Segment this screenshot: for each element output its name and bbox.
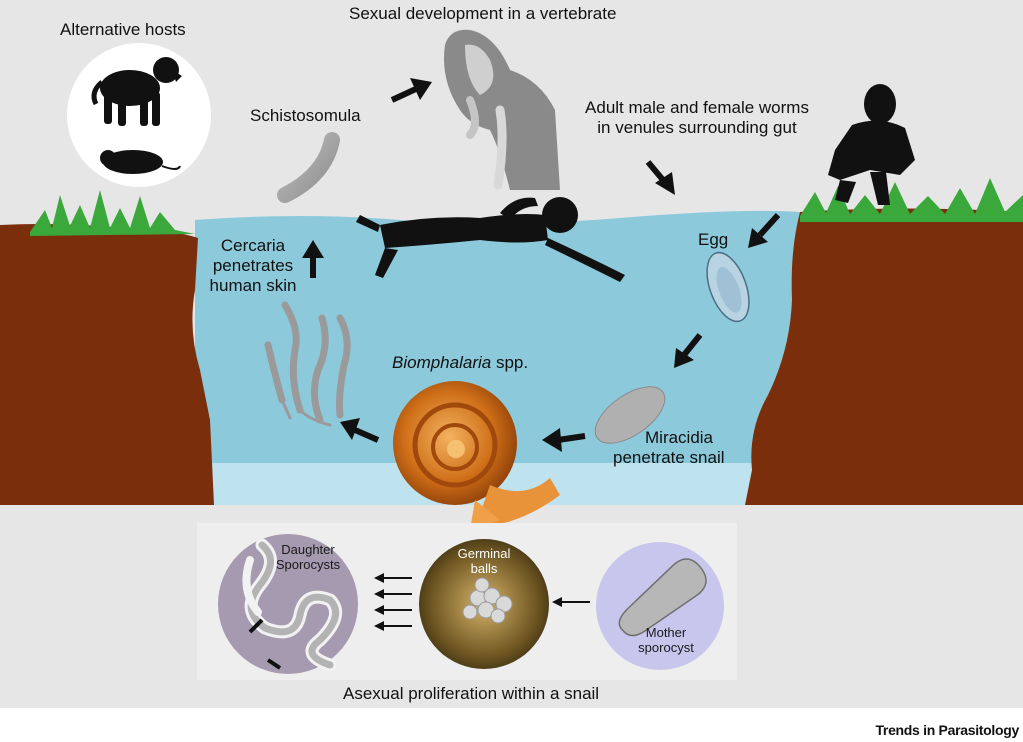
schistosomulum-image [277, 132, 340, 203]
lifecycle-arrows [302, 78, 781, 452]
biomphalaria-suffix: spp. [491, 353, 529, 372]
miracidia-line1: Miracidia [645, 428, 714, 447]
right-grass [800, 178, 1023, 222]
cercaria-line2: penetrates [212, 256, 294, 275]
mother-line1: Mother [645, 625, 687, 640]
germinal-balls-image [462, 577, 513, 624]
sexual-development-label: Sexual development in a vertebrate [349, 4, 617, 23]
adult-worms-label: Adult male and female worms in venules s… [562, 98, 832, 138]
rodent-silhouette-icon [100, 150, 181, 174]
adult-worms-image [444, 29, 560, 190]
schistosomula-label: Schistosomula [250, 106, 361, 125]
daughter-sporocysts-label: Daughter Sporocysts [270, 542, 346, 572]
mother-sporocyst-image [618, 558, 707, 637]
miracidia-line2: penetrate snail [613, 448, 725, 467]
egg-image [706, 251, 750, 323]
snail-image [393, 381, 560, 530]
water-pool [195, 210, 800, 505]
left-soil-bank [0, 224, 214, 505]
adult-worms-line2: in venules surrounding gut [597, 118, 797, 137]
cercaria-line1: Cercaria [220, 236, 286, 255]
baboon-silhouette-icon [91, 57, 182, 126]
biomphalaria-genus: Biomphalaria [392, 353, 492, 372]
germinal-balls-label: Germinal balls [446, 546, 522, 576]
daughter-sporocysts-image [242, 538, 343, 672]
miracidium-image [594, 386, 666, 444]
swimmer-silhouette-icon [356, 197, 625, 282]
biomphalaria-label: Biomphalaria spp. [392, 353, 528, 373]
right-soil-bank [745, 208, 1023, 505]
egg-label: Egg [698, 230, 729, 249]
left-grass [30, 190, 195, 236]
cercariae-image [264, 301, 351, 427]
journal-brand: Trends in Parasitology [875, 722, 1019, 738]
mother-line2: sporocyst [638, 640, 694, 655]
mother-sporocyst-label: Mother sporocyst [626, 625, 706, 655]
child-silhouette-icon [828, 84, 915, 205]
germinal-line1: Germinal [457, 546, 511, 561]
germinal-line2: balls [470, 561, 498, 576]
cercaria-line3: human skin [209, 276, 297, 295]
adult-worms-line1: Adult male and female worms [585, 98, 809, 117]
daughter-line2: Sporocysts [275, 557, 341, 572]
miracidia-label: Miracidia penetrate snail [613, 428, 725, 468]
cercaria-label: Cercaria penetrates human skin [205, 236, 301, 296]
alternative-hosts-label: Alternative hosts [60, 20, 186, 39]
asexual-proliferation-label: Asexual proliferation within a snail [343, 684, 600, 703]
inset-arrows [248, 573, 590, 670]
daughter-line1: Daughter [281, 542, 335, 557]
